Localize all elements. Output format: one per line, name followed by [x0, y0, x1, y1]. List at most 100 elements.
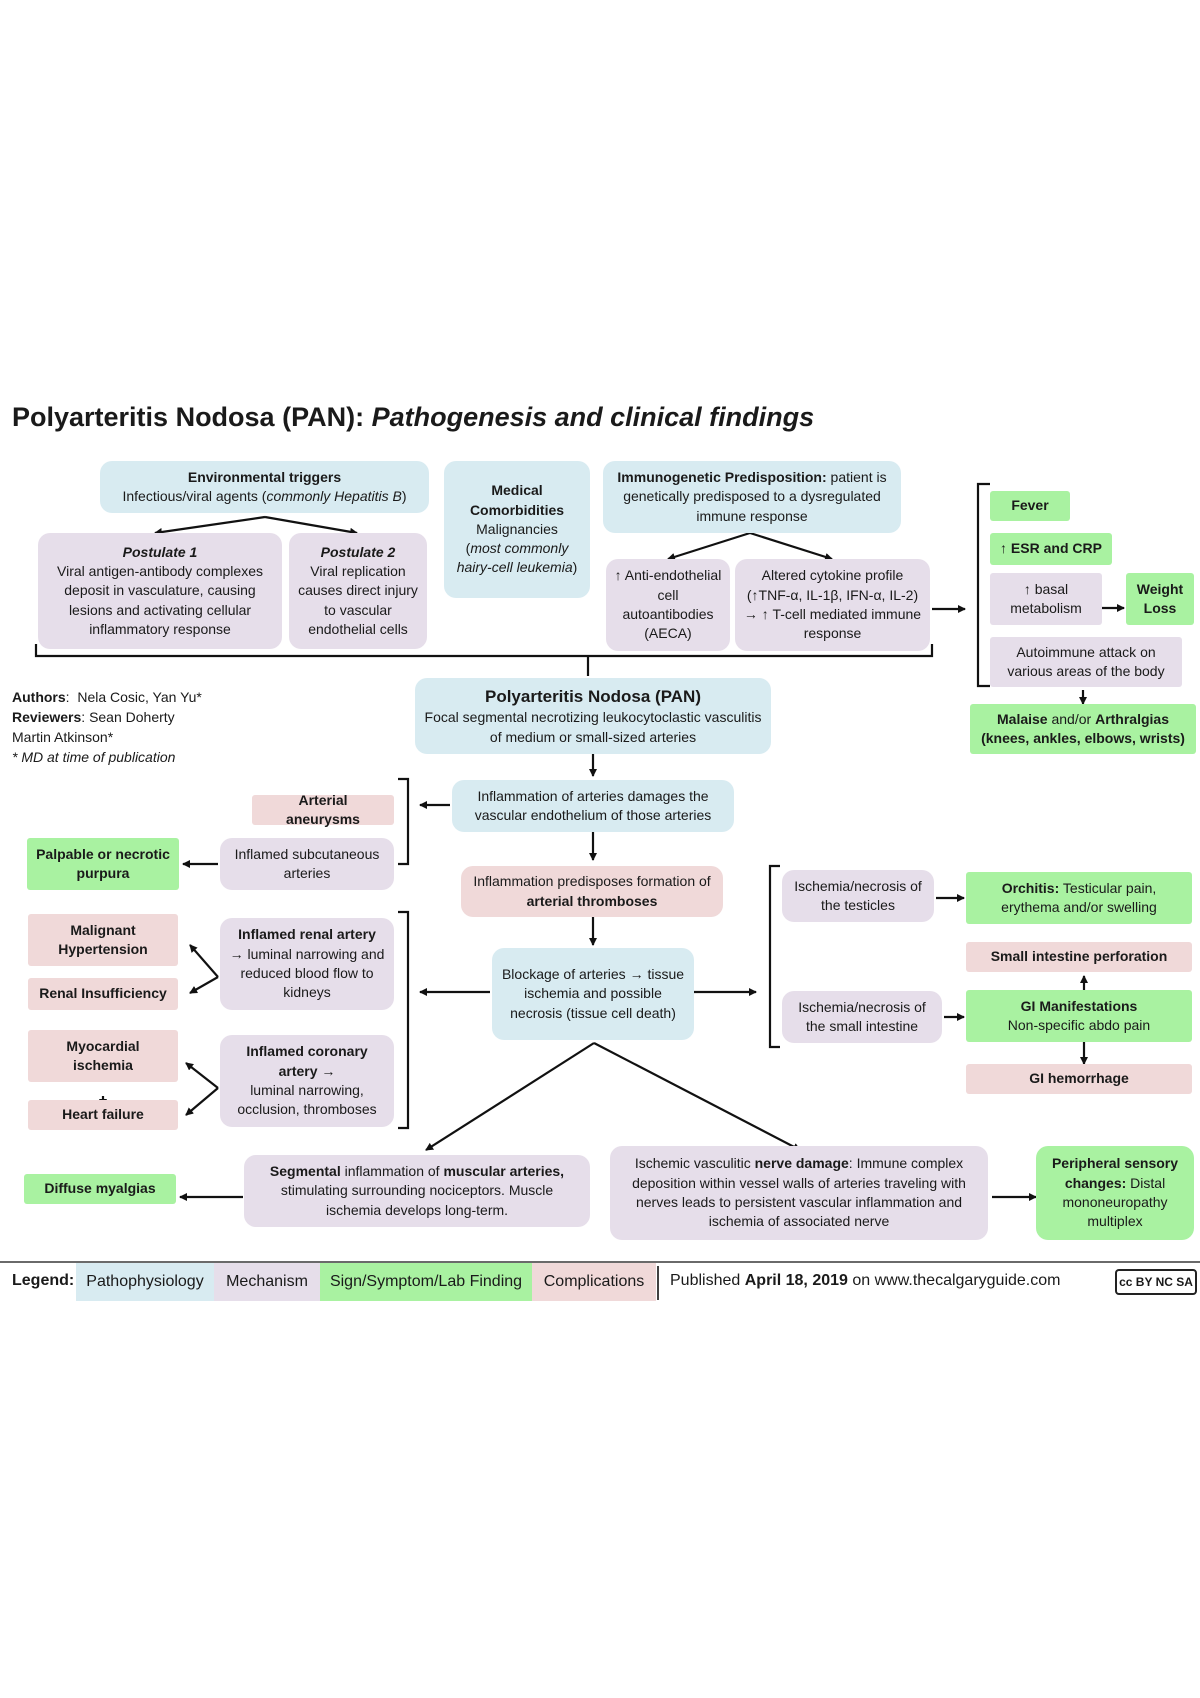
myocard-text: Myocardial ischemia	[66, 1037, 140, 1073]
postulate-1-body: Viral antigen-antibody complexes deposit…	[57, 563, 263, 637]
autoimm-text: Autoimmune attack on various areas of th…	[1007, 643, 1165, 679]
published-info: Published April 18, 2019 on www.thecalga…	[670, 1272, 1061, 1289]
node-environmental-triggers: Environmental triggers Infectious/viral …	[100, 461, 429, 513]
bracket-organs	[398, 910, 410, 1130]
arrow-cor-myo	[185, 1062, 219, 1089]
node-medical-comorbidities: Medical Comorbidities Malignancies (most…	[444, 461, 590, 598]
license-badge: cc BY NC SA	[1115, 1269, 1197, 1295]
gi-body: Non-specific abdo pain	[1007, 1017, 1151, 1033]
thromb-text: Inflammation predisposes formation of ar…	[473, 873, 711, 909]
postulate-1-title: Postulate 1	[122, 543, 198, 560]
node-orchitis: Orchitis: Testicular pain, erythema and/…	[966, 872, 1192, 924]
node-testicles-ischemia: Ischemia/necrosis of the testicles	[782, 870, 934, 922]
arrow-immuno-aeca	[667, 531, 751, 561]
legend-mechanism: Mechanism	[214, 1263, 320, 1301]
node-cytokine: Altered cytokine profile (↑TNF-α, IL-1β,…	[735, 559, 930, 651]
node-postulate-1: Postulate 1 Viral antigen-antibody compl…	[38, 533, 282, 649]
node-gi-hemorrhage: GI hemorrhage	[966, 1064, 1192, 1094]
aneurysm-text: Arterial aneurysms	[286, 791, 360, 827]
node-subcutaneous: Inflamed subcutaneous arteries	[220, 838, 394, 890]
env-title: Environmental triggers	[187, 468, 342, 485]
coronary-body: luminal narrowing, occlusion, thromboses	[237, 1082, 377, 1118]
node-autoimmune-attack: Autoimmune attack on various areas of th…	[990, 637, 1182, 687]
inflam-endo-text: Inflammation of arteries damages the vas…	[474, 787, 712, 823]
node-immunogenetic: Immunogenetic Predisposition: patient is…	[603, 461, 901, 533]
node-malaise: Malaise and/or Arthralgias (knees, ankle…	[970, 704, 1196, 754]
legend: Legend: Pathophysiology Mechanism Sign/S…	[0, 1262, 1200, 1302]
reviewers-label: Reviewers	[12, 708, 82, 725]
segmental-text: Segmental inflammation of muscular arter…	[269, 1163, 565, 1218]
title-main: Polyarteritis Nodosa (PAN):	[12, 402, 365, 432]
node-aeca: ↑ Anti-endothelial cell autoantibodies (…	[606, 559, 730, 651]
reviewers-names-1: Sean Doherty	[89, 708, 175, 725]
cytokine-text: Altered cytokine profile (↑TNF-α, IL-1β,…	[743, 567, 922, 642]
node-blockage: Blockage of arteries → tissue ischemia a…	[492, 948, 694, 1040]
node-thromboses: Inflammation predisposes formation of ar…	[461, 866, 723, 917]
basal-text: ↑ basal metabolism	[1010, 580, 1082, 616]
legend-pathophysiology: Pathophysiology	[76, 1263, 214, 1301]
med-title: Medical Comorbidities	[469, 482, 565, 518]
authors-note: * MD at time of publication	[12, 748, 176, 765]
node-renal-artery: Inflamed renal artery → luminal narrowin…	[220, 918, 394, 1010]
gi-title: GI Manifestations	[1020, 997, 1138, 1014]
node-postulate-2: Postulate 2 Viral replication causes dir…	[289, 533, 427, 649]
node-diffuse-myalgias: Diffuse myalgias	[24, 1174, 176, 1204]
arrow-renal-malig	[189, 976, 219, 994]
fever-text: Fever	[1011, 497, 1049, 514]
legend-complications: Complications	[532, 1263, 656, 1301]
orchitis-text: Orchitis: Testicular pain, erythema and/…	[1001, 879, 1157, 915]
immuno-text: Immunogenetic Predisposition: patient is…	[617, 469, 887, 524]
small-int-text: Ischemia/necrosis of the small intestine	[798, 998, 926, 1034]
arrow-env-post2	[264, 515, 358, 536]
node-peripheral-sensory: Peripheral sensory changes: Distal monon…	[1036, 1146, 1194, 1240]
coronary-title: Inflamed coronary artery →	[246, 1043, 368, 1079]
periph-text: Peripheral sensory changes: Distal monon…	[1051, 1155, 1179, 1230]
node-heart-failure: Heart failure	[28, 1100, 178, 1130]
node-pan: Polyarteritis Nodosa (PAN) Focal segment…	[415, 678, 771, 754]
reviewers-names-2: Martin Atkinson*	[12, 728, 114, 745]
node-esr-crp: ↑ ESR and CRP	[990, 533, 1112, 565]
node-myocardial-ischemia: Myocardial ischemia	[28, 1030, 178, 1082]
med-body: Malignancies	[476, 520, 558, 537]
malaise-text: Malaise and/or Arthralgias (knees, ankle…	[981, 710, 1185, 746]
renal-insuf-text: Renal Insufficiency	[39, 985, 167, 1002]
esr-text: ↑ ESR and CRP	[1000, 540, 1102, 557]
postulate-2-title: Postulate 2	[320, 543, 396, 560]
myalgia-text: Diffuse myalgias	[44, 1180, 156, 1197]
arrow-block-nerve	[593, 1042, 801, 1151]
arrow-cor-hf	[185, 1087, 219, 1116]
node-aneurysms: Arterial aneurysms	[252, 792, 394, 827]
purpura-text: Palpable or necrotic purpura	[36, 845, 170, 881]
bracket-ischemia	[768, 864, 780, 1049]
node-inflammation-endothelium: Inflammation of arteries damages the vas…	[452, 780, 734, 832]
arrow-renal-insuf	[189, 944, 219, 978]
node-renal-insufficiency: Renal Insufficiency	[28, 978, 178, 1010]
node-basal-metabolism: ↑ basal metabolism	[990, 573, 1102, 625]
subcut-text: Inflamed subcutaneous arteries	[234, 845, 380, 881]
nerve-text: Ischemic vasculitic nerve damage: Immune…	[632, 1155, 966, 1230]
node-purpura: Palpable or necrotic purpura	[27, 838, 179, 890]
renal-body: → luminal narrowing and reduced blood fl…	[229, 945, 385, 1001]
legend-label: Legend:	[12, 1272, 75, 1289]
pan-body: Focal segmental necrotizing leukocytocla…	[424, 709, 762, 745]
node-malignant-hypertension: Malignant Hypertension	[28, 914, 178, 966]
gi-hem-text: GI hemorrhage	[1029, 1070, 1129, 1087]
testes-text: Ischemia/necrosis of the testicles	[794, 877, 922, 913]
arrow-immuno-cytokine	[749, 531, 833, 561]
authors-block: Authors: Nela Cosic, Yan Yu* Reviewers: …	[12, 689, 202, 765]
arrow-block-segmental	[425, 1042, 595, 1151]
aeca-text: ↑ Anti-endothelial cell autoantibodies (…	[614, 567, 722, 642]
node-coronary-artery: Inflamed coronary artery → luminal narro…	[220, 1035, 394, 1127]
heart-fail-text: Heart failure	[62, 1106, 144, 1123]
legend-sign-symptom: Sign/Symptom/Lab Finding	[320, 1263, 532, 1301]
si-perf-text: Small intestine perforation	[990, 948, 1168, 965]
bracket-aneurysm	[398, 777, 410, 866]
weight-text: Weight Loss	[1136, 580, 1184, 616]
env-body: Infectious/viral agents (commonly Hepati…	[122, 488, 407, 504]
node-small-intestine-ischemia: Ischemia/necrosis of the small intestine	[782, 991, 942, 1043]
bracket-systemic	[976, 482, 990, 688]
pan-title: Polyarteritis Nodosa (PAN)	[484, 686, 701, 706]
page-title: Polyarteritis Nodosa (PAN): Pathogenesis…	[12, 402, 814, 433]
node-segmental: Segmental inflammation of muscular arter…	[244, 1155, 590, 1227]
